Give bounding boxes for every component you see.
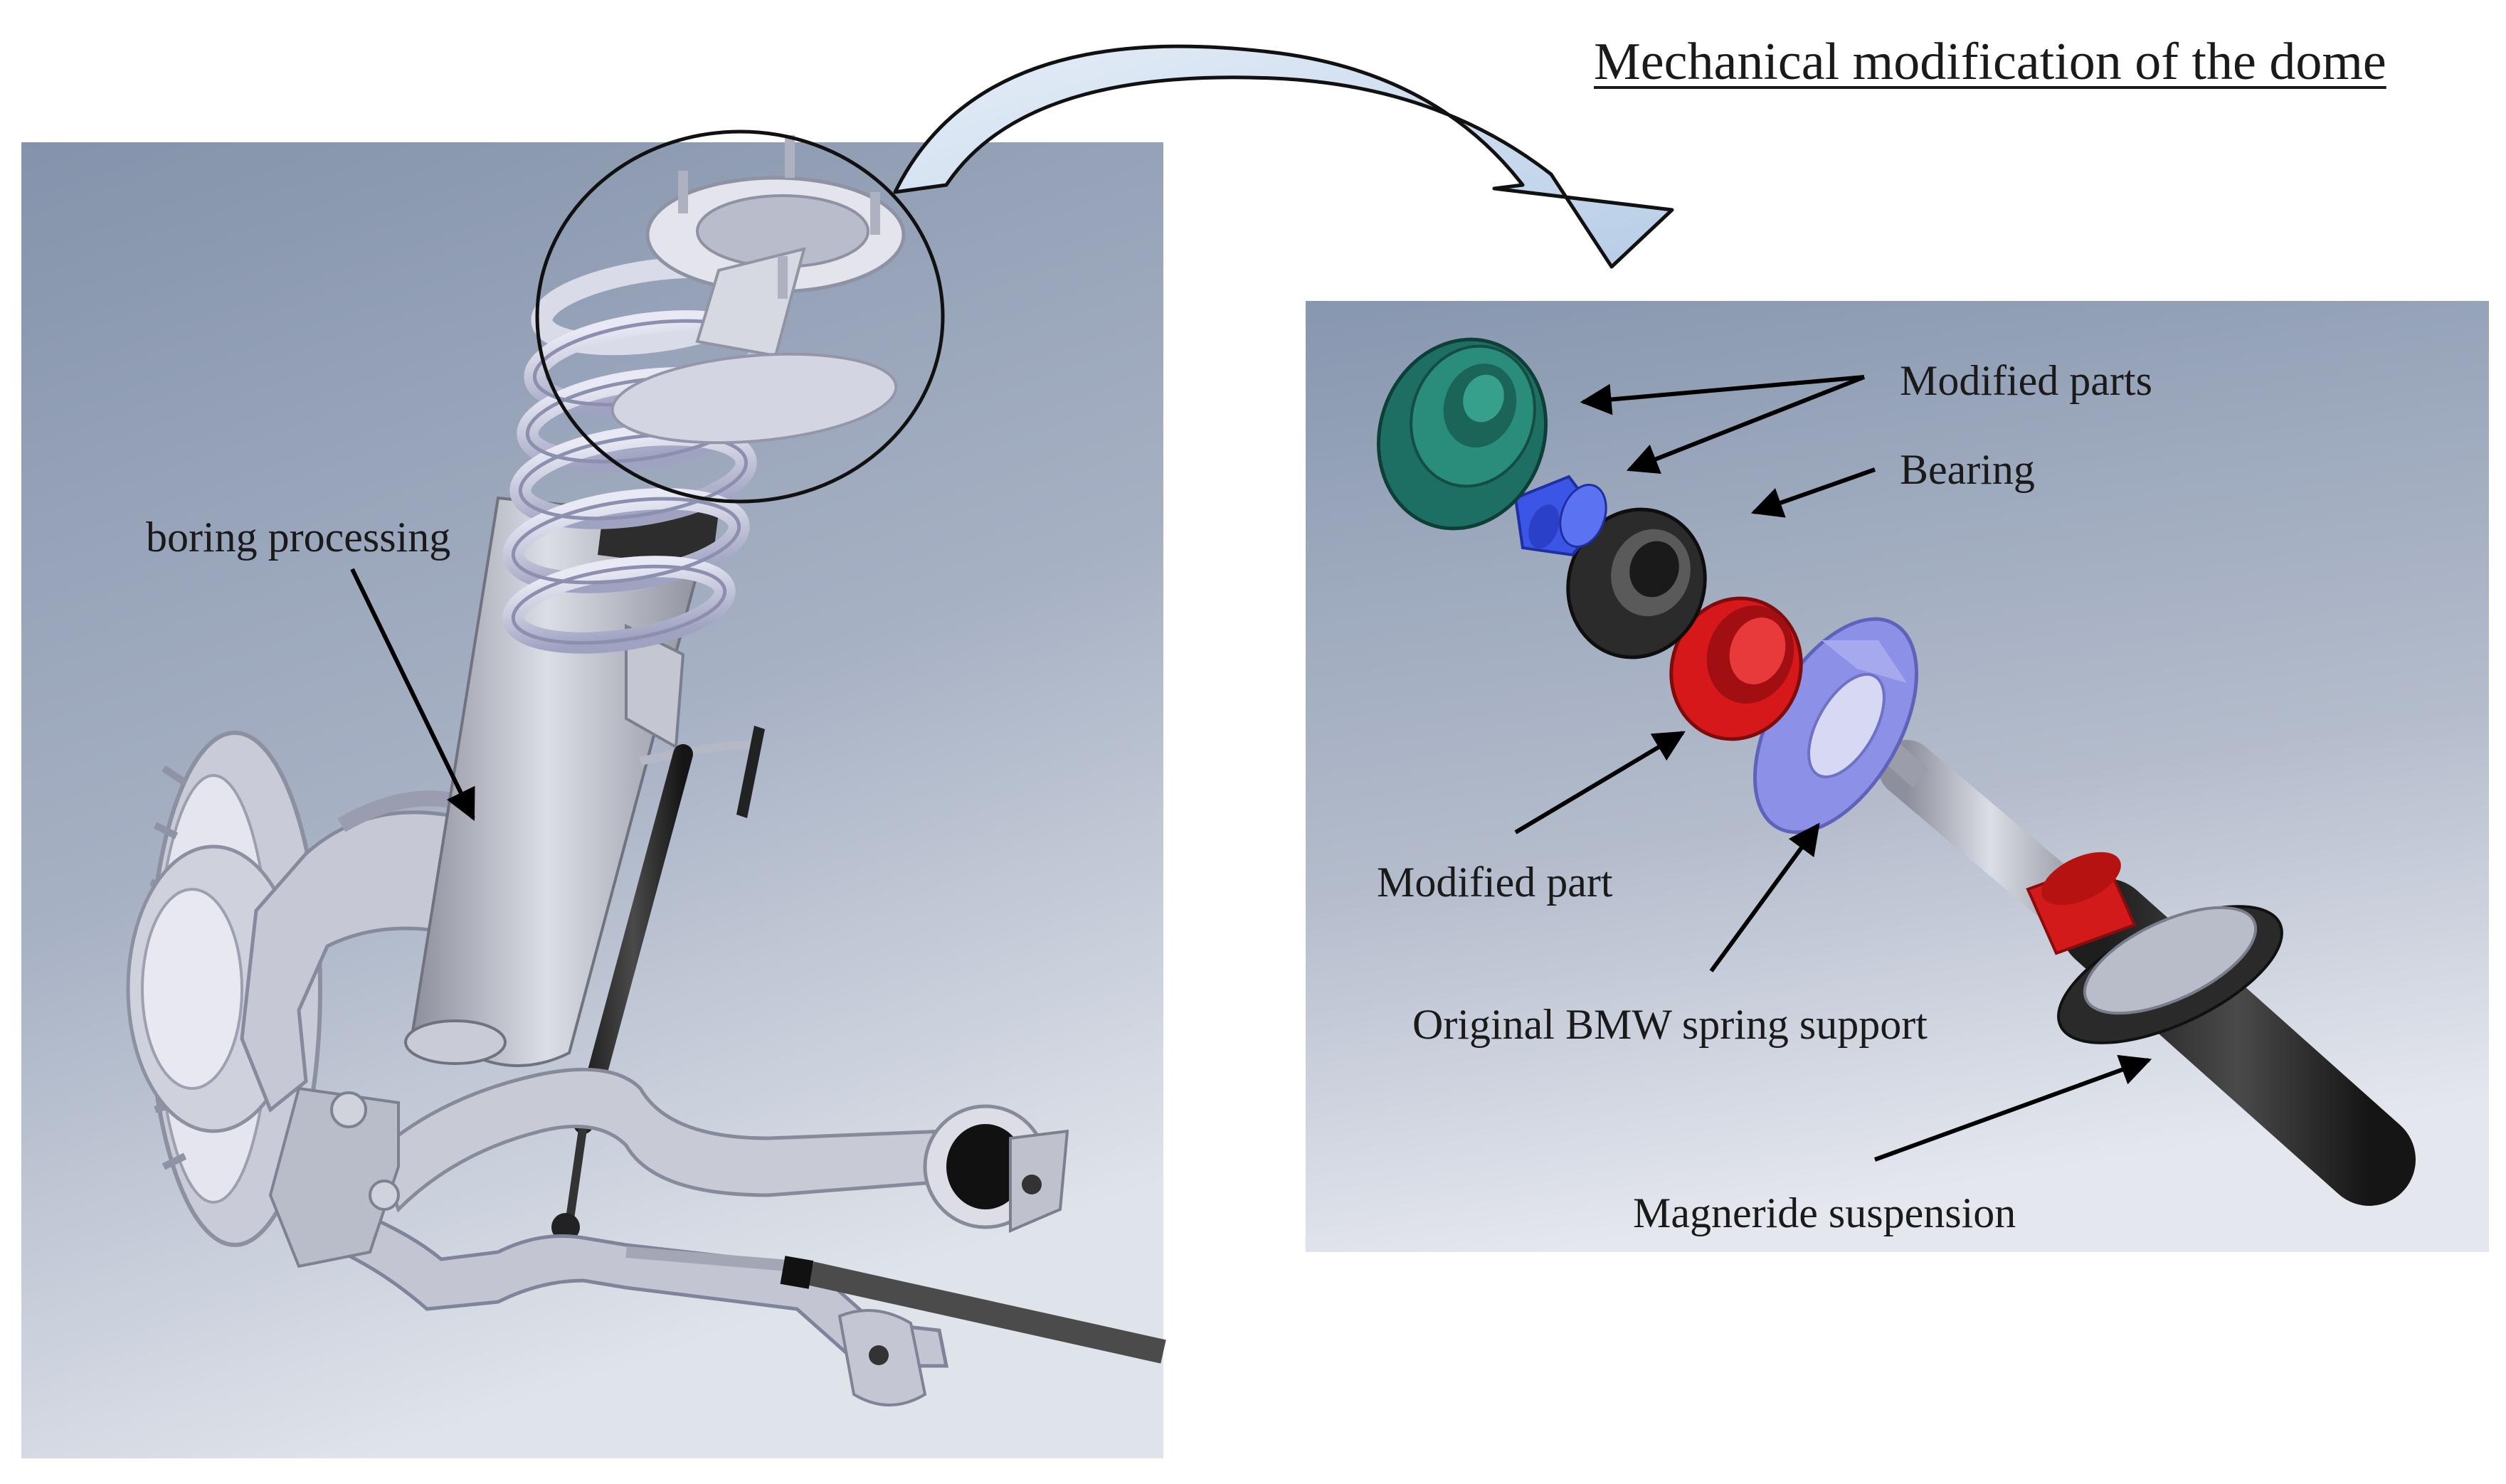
arrow-modified-parts-1 [1580,375,1865,415]
arrow-modified-parts-2 [1626,375,1866,474]
stabilizer-link [551,726,765,1241]
tie-rod [304,1192,1166,1406]
arrow-modified-part [1514,731,1686,834]
teal-modified-part [1376,337,1548,531]
label-bearing: Bearing [1900,446,2035,493]
callout-arrows [1514,375,2152,1162]
red-modified-part [1669,596,1803,741]
figure-title: Mechanical modification of the dome [1594,33,2386,91]
arrow-magneride [1873,1054,2152,1162]
top-mount [610,135,906,445]
brake-disc [126,731,322,1247]
arrow-bearing [1750,467,1876,518]
boring-processing-arrow [350,568,475,821]
magneride-suspension [1877,738,2416,1206]
label-magneride-suspension: Magneride suspension [1633,1189,2016,1236]
dome-highlight-circle [535,129,945,504]
label-original-spring-support: Original BMW spring support [1412,1001,1928,1048]
label-boring-processing: boring processing [146,514,451,561]
strut-assembly-render [126,129,1166,1406]
blue-modified-part [1513,475,1607,557]
arrow-spring-support [1709,822,1820,972]
exploded-dome-render [1376,337,2416,1206]
label-modified-parts: Modified parts [1900,357,2152,404]
bearing-part [1566,507,1707,659]
zoom-curved-arrow [893,44,1674,269]
control-arm-bushing [923,1104,1069,1234]
label-modified-part: Modified part [1377,859,1613,906]
